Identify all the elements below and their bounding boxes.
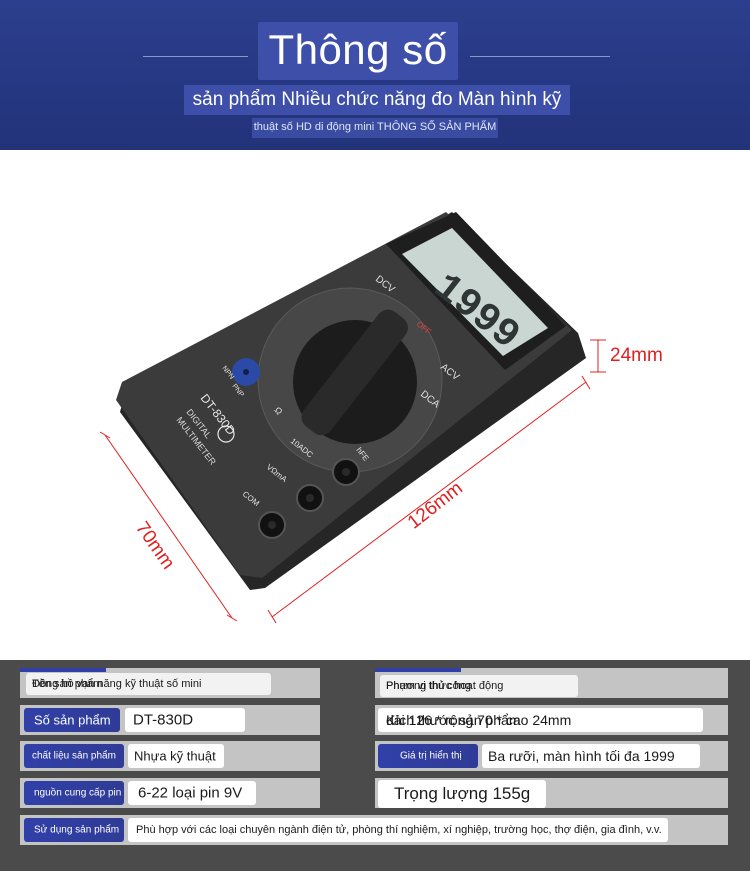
dial-knob <box>301 309 408 436</box>
spec-material-label: chất liệu sản phẩm <box>24 744 124 768</box>
page-title: Thông số <box>268 26 448 73</box>
dim-line-length <box>271 381 587 618</box>
spec-name: Tên sản phẩm Đồng hồ vạn năng kỹ thuật s… <box>26 673 271 695</box>
dim-line-width <box>104 434 233 619</box>
subtitle-line2: thuật số HD di động mini THÔNG SỐ SẢN PH… <box>253 121 497 133</box>
multimeter-drawing: 1999 DT-830D DIGITAL MULTIMETER DCV ACV … <box>99 212 606 624</box>
spec-power-label: nguồn cung cấp pin <box>24 781 124 805</box>
spec-model-value: DT-830D <box>125 708 245 732</box>
spec-material-value: Nhựa kỹ thuật <box>128 744 224 768</box>
product-illustration: 1999 DT-830D DIGITAL MULTIMETER DCV ACV … <box>0 150 750 660</box>
spec-table: Tên sản phẩm Đồng hồ vạn năng kỹ thuật s… <box>0 660 750 871</box>
spec-size: Kích thước sản phẩm dài 126 * rộng 70 * … <box>378 708 703 732</box>
spec-usage-value: Phù hợp với các loại chuyên ngành điện t… <box>128 818 668 842</box>
spec-power-value: 6-22 loại pin 9V <box>128 781 256 805</box>
spec-weight: Trọng lượng 155g <box>378 780 546 808</box>
spec-display-value: Ba rưỡi, màn hình tối đa 1999 <box>482 744 700 768</box>
ce-mark-icon <box>217 425 235 443</box>
spec-model-label: Số sản phẩm <box>24 708 120 732</box>
dimension-height: 24mm <box>610 345 663 366</box>
title-rule-right <box>470 56 610 57</box>
spec-mode: Phương thức hoạt động Phạm vi thủ công <box>380 675 578 697</box>
spec-usage-label: Sử dụng sản phẩm <box>24 818 124 842</box>
lcd-screen <box>402 228 548 356</box>
title-rule-left <box>143 56 248 57</box>
header-banner: Thông số sản phẩm Nhiều chức năng đo Màn… <box>0 0 750 150</box>
subtitle-box: sản phẩm Nhiều chức năng đo Màn hình kỹ <box>184 85 570 115</box>
label-ohm: Ω <box>272 405 284 417</box>
subtitle-box-small: thuật số HD di động mini THÔNG SỐ SẢN PH… <box>252 118 498 138</box>
title-box: Thông số <box>258 22 458 80</box>
subtitle-line1: sản phẩm Nhiều chức năng đo Màn hình kỹ <box>192 89 562 110</box>
spec-display-label: Giá trị hiển thị <box>378 744 478 768</box>
